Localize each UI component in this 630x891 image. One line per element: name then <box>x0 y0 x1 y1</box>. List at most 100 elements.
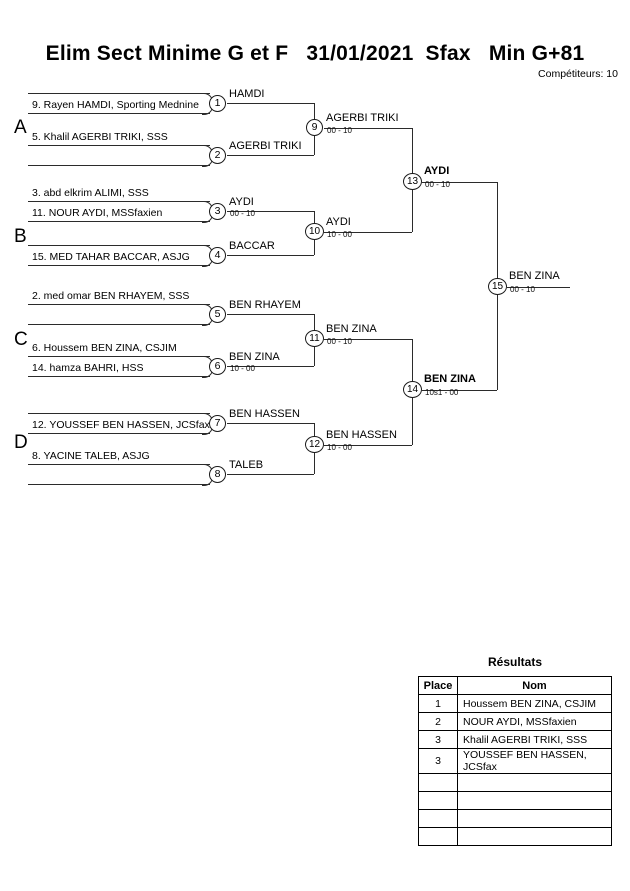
match-winner-6: BEN ZINA <box>229 351 280 363</box>
match-score-9: 00 - 10 <box>327 126 352 135</box>
slot-line <box>28 265 210 266</box>
match-score-14: 10s1 - 00 <box>425 388 459 397</box>
match-winner-3: AYDI <box>229 196 254 208</box>
player-name: 15. MED TAHAR BACCAR, ASJG <box>32 251 190 263</box>
result-place <box>418 809 458 828</box>
match-score-15: 00 - 10 <box>510 285 535 294</box>
result-place <box>418 791 458 810</box>
slot-line <box>28 433 210 434</box>
results-title: Résultats <box>487 655 543 669</box>
match-score-13: 00 - 10 <box>425 180 450 189</box>
column-header-nom: Nom <box>457 676 612 695</box>
winner-line <box>227 211 314 212</box>
match-winner-10: AYDI <box>326 216 351 228</box>
table-row: 3 Khalil AGERBI TRIKI, SSS <box>418 730 612 749</box>
match-number-13[interactable]: 13 <box>403 173 422 190</box>
match-number-2[interactable]: 2 <box>209 147 226 164</box>
result-name <box>457 791 612 810</box>
table-row: 2 NOUR AYDI, MSSfaxien <box>418 712 612 731</box>
result-name: YOUSSEF BEN HASSEN, JCSfax <box>457 748 612 774</box>
winner-line <box>422 390 497 391</box>
slot-line <box>28 93 210 94</box>
match-winner-9: AGERBI TRIKI <box>326 112 399 124</box>
match-winner-1: HAMDI <box>229 88 265 100</box>
match-score-12: 10 - 00 <box>327 443 352 452</box>
slot-line <box>28 304 210 305</box>
player-name: 12. YOUSSEF BEN HASSEN, JCSfax <box>32 419 210 431</box>
player-name: 9. Rayen HAMDI, Sporting Mednine <box>32 99 199 111</box>
slot-line <box>28 245 210 246</box>
match-number-15[interactable]: 15 <box>488 278 507 295</box>
group-label-a: A <box>14 117 27 138</box>
winner-line <box>324 445 412 446</box>
match-number-8[interactable]: 8 <box>209 466 226 483</box>
winner-line <box>324 128 412 129</box>
winner-line <box>227 474 314 475</box>
match-winner-15: BEN ZINA <box>509 270 560 282</box>
match-number-9[interactable]: 9 <box>306 119 323 136</box>
result-name <box>457 809 612 828</box>
slot-line <box>28 484 210 485</box>
slot-line <box>28 165 210 166</box>
result-name <box>457 773 612 792</box>
match-number-12[interactable]: 12 <box>305 436 324 453</box>
results-table: Place Nom 1 Houssem BEN ZINA, CSJIM 2 NO… <box>418 676 612 846</box>
player-name: 3. abd elkrim ALIMI, SSS <box>32 187 149 199</box>
match-score-11: 00 - 10 <box>327 337 352 346</box>
result-place <box>418 827 458 846</box>
match-winner-8: TALEB <box>229 459 264 471</box>
group-label-d: D <box>14 432 28 453</box>
result-name <box>457 827 612 846</box>
table-row <box>418 809 612 828</box>
match-number-11[interactable]: 11 <box>305 330 324 347</box>
winner-line <box>227 103 314 104</box>
winner-line <box>324 232 412 233</box>
winner-line <box>227 366 314 367</box>
result-place: 1 <box>418 694 458 713</box>
match-number-6[interactable]: 6 <box>209 358 226 375</box>
match-winner-13: AYDI <box>424 165 450 177</box>
result-place <box>418 773 458 792</box>
match-score-6: 10 - 00 <box>230 364 255 373</box>
player-name: 5. Khalil AGERBI TRIKI, SSS <box>32 131 168 143</box>
match-winner-7: BEN HASSEN <box>229 408 300 420</box>
slot-line <box>28 464 210 465</box>
match-number-3[interactable]: 3 <box>209 203 226 220</box>
match-winner-12: BEN HASSEN <box>326 429 397 441</box>
slot-line <box>28 356 210 357</box>
match-number-10[interactable]: 10 <box>305 223 324 240</box>
table-header-row: Place Nom <box>418 676 612 695</box>
group-label-c: C <box>14 329 28 350</box>
winner-line <box>324 339 412 340</box>
slot-line <box>28 113 210 114</box>
player-name: 8. YACINE TALEB, ASJG <box>32 450 150 462</box>
match-number-7[interactable]: 7 <box>209 415 226 432</box>
match-winner-4: BACCAR <box>229 240 275 252</box>
table-row <box>418 773 612 792</box>
match-score-10: 10 - 00 <box>327 230 352 239</box>
table-row <box>418 827 612 846</box>
competitors-count: Compétiteurs: 10 <box>538 68 618 80</box>
match-number-14[interactable]: 14 <box>403 381 422 398</box>
table-row: 1 Houssem BEN ZINA, CSJIM <box>418 694 612 713</box>
result-name: NOUR AYDI, MSSfaxien <box>457 712 612 731</box>
player-name: 14. hamza BAHRI, HSS <box>32 362 144 374</box>
winner-line <box>227 423 314 424</box>
winner-line <box>227 155 314 156</box>
winner-line <box>227 255 314 256</box>
group-label-b: B <box>14 226 27 247</box>
player-name: 2. med omar BEN RHAYEM, SSS <box>32 290 190 302</box>
match-winner-11: BEN ZINA <box>326 323 377 335</box>
match-winner-14: BEN ZINA <box>424 373 476 385</box>
result-name: Houssem BEN ZINA, CSJIM <box>457 694 612 713</box>
match-number-5[interactable]: 5 <box>209 306 226 323</box>
match-score-3: 00 - 10 <box>230 209 255 218</box>
winner-line <box>422 182 497 183</box>
slot-line <box>28 413 210 414</box>
winner-line <box>507 287 570 288</box>
slot-line <box>28 201 210 202</box>
match-number-4[interactable]: 4 <box>209 247 226 264</box>
match-winner-2: AGERBI TRIKI <box>229 140 302 152</box>
match-number-1[interactable]: 1 <box>209 95 226 112</box>
